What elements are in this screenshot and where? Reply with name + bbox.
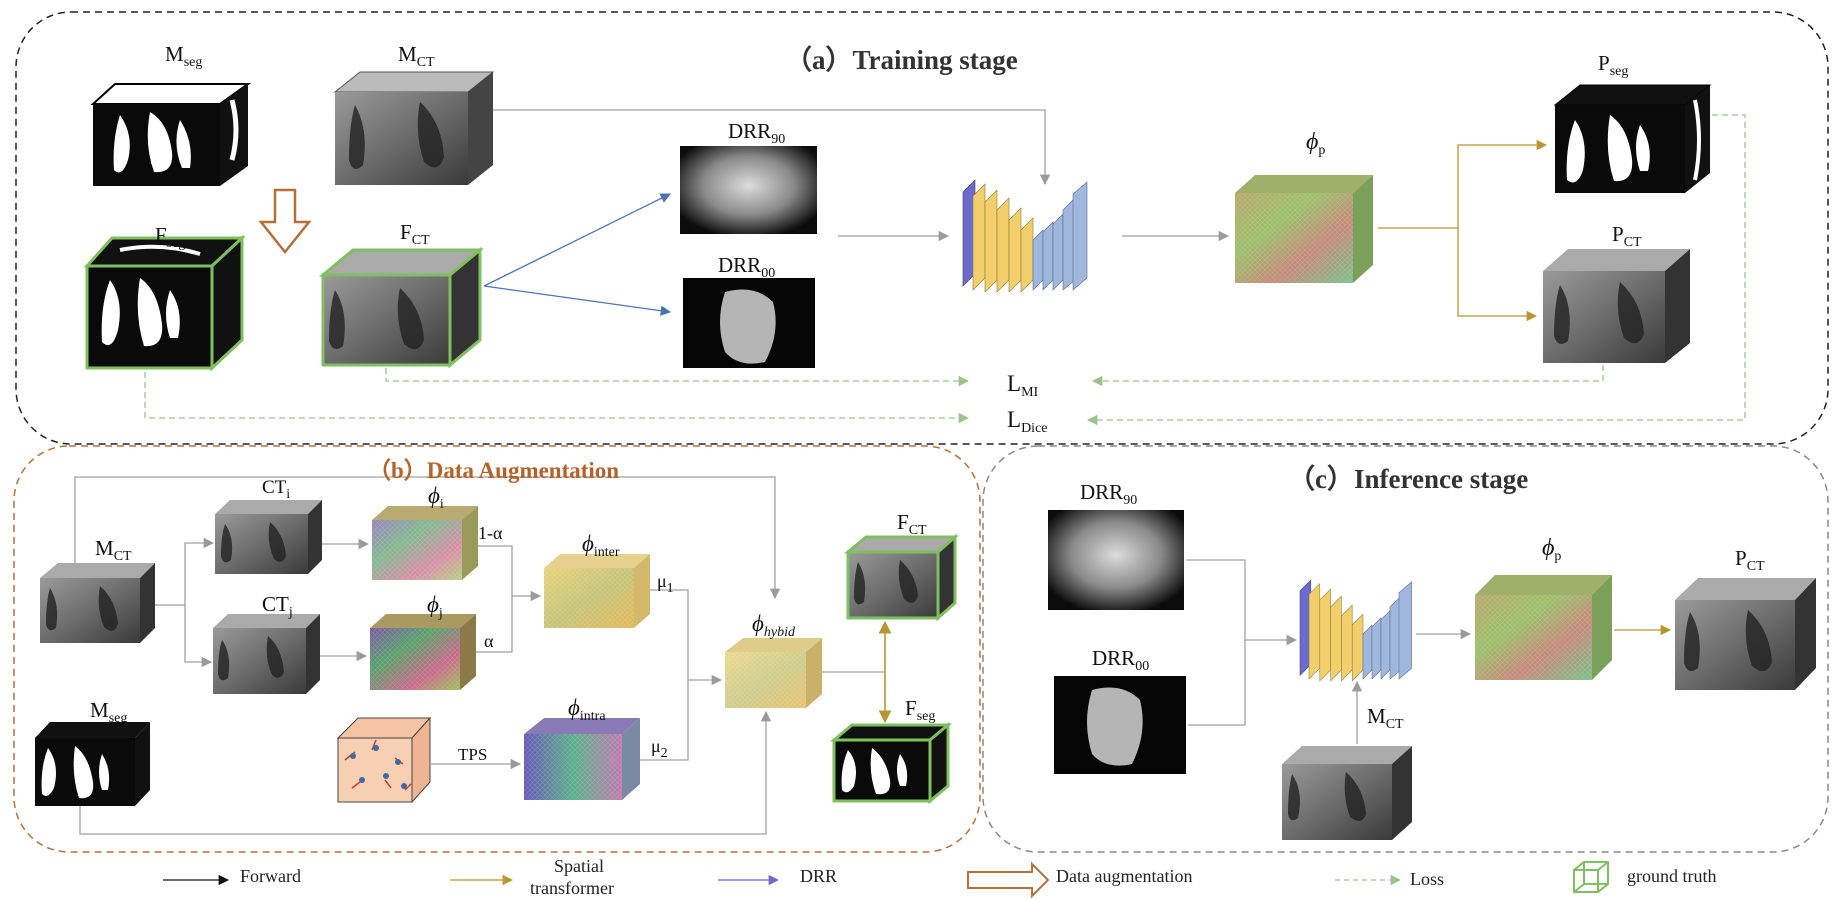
label-b-tps: TPS	[458, 745, 488, 764]
training-pct-volume	[1543, 249, 1690, 363]
label-b-fseg: Fseg	[905, 696, 936, 724]
label-a-drr90: DRR90	[728, 119, 786, 147]
inf-arrow-drr00	[1188, 640, 1246, 726]
training-mseg-volume	[90, 83, 252, 186]
training-stage-title: （a）Training stage	[785, 45, 1018, 75]
inference-phip-volume	[1475, 575, 1612, 680]
training-fct-volume	[318, 246, 485, 369]
arrow-phip-to-pct	[1457, 228, 1538, 322]
aug-phiintra-volume	[524, 718, 640, 800]
training-mct-volume	[333, 71, 495, 185]
inference-drr90-image	[1048, 510, 1184, 610]
aug-phii-volume	[372, 506, 478, 580]
training-panel	[15, 11, 1829, 445]
aug-arrow-phij-to-inter	[476, 596, 513, 653]
label-b-mct: MCT	[95, 536, 132, 564]
arrow-fct-to-drr90	[483, 193, 671, 287]
aug-phihybid-volume	[725, 638, 822, 708]
training-pseg-volume	[1553, 84, 1712, 193]
label-b-alpha: α	[484, 631, 494, 651]
inference-stage-title: （c）Inference stage	[1288, 464, 1529, 494]
label-a-fseg: Fseg	[155, 223, 186, 251]
aug-arrow-intra-to-hybid	[640, 680, 689, 761]
label-b-phij: ϕj	[427, 592, 443, 621]
label-b-fct: FCT	[897, 510, 927, 538]
inference-unet	[1299, 579, 1412, 682]
arrow-fct-to-drr00	[483, 285, 672, 316]
legend-ground-truth-cube	[1573, 861, 1609, 893]
legend-drr-label: DRR	[800, 866, 838, 886]
training-drr00-shape	[720, 289, 776, 364]
label-b-mseg: Mseg	[90, 698, 128, 726]
training-unet	[962, 179, 1088, 293]
arrow-mct-to-unet	[493, 109, 1051, 186]
loss-pct-to-lmi	[1091, 365, 1604, 387]
label-a-mseg: Mseg	[165, 42, 203, 70]
aug-arrow-mct-to-ctj	[184, 605, 213, 668]
aug-phij-volume	[370, 614, 476, 690]
aug-cti-volume	[215, 500, 322, 574]
label-c-pct: PCT	[1735, 546, 1765, 574]
inference-pct-volume	[1675, 578, 1816, 690]
inf-arrow-drr90	[1186, 559, 1298, 646]
aug-ctj-volume	[213, 614, 320, 694]
aug-tps-cube	[336, 716, 432, 804]
label-a-ldice: LDice	[1007, 407, 1048, 436]
augmentation-title: （b）Data Augmentation	[368, 458, 620, 483]
label-c-mct: MCT	[1367, 704, 1404, 732]
aug-fct-volume	[843, 533, 959, 622]
aug-mseg-volume	[35, 722, 150, 806]
label-a-phip: ϕp	[1306, 129, 1326, 158]
legend-spatial-label-2: transformer	[530, 878, 614, 898]
label-b-one-minus-alpha: 1-α	[478, 523, 503, 543]
training-drr90-image	[680, 146, 817, 234]
legend-loss-label: Loss	[1410, 869, 1445, 889]
augmentation-panel	[13, 445, 981, 853]
loss-fseg-to-ldice	[144, 372, 970, 424]
label-a-pct: PCT	[1612, 222, 1642, 250]
label-a-fct: FCT	[400, 220, 430, 248]
legend-augmentation-arrow	[967, 861, 1050, 899]
label-a-lmi: LMI	[1007, 371, 1039, 400]
aug-mct-volume	[40, 563, 155, 643]
legend-forward-label: Forward	[240, 866, 301, 886]
loss-pseg-to-ldice	[1086, 114, 1746, 426]
legend-augmentation-label: Data augmentation	[1056, 866, 1193, 886]
label-c-phip: ϕp	[1542, 535, 1562, 564]
legend-spatial-label-1: Spatial	[554, 856, 604, 876]
aug-fseg-volume	[829, 721, 953, 805]
aug-phiinter-volume	[544, 554, 650, 628]
aug-arrow-phii-to-inter	[478, 545, 542, 602]
label-b-ctj: CTj	[262, 592, 293, 620]
training-phip-volume	[1235, 175, 1373, 283]
label-b-cti: CTi	[262, 477, 291, 502]
inference-drr00-shape	[1087, 687, 1143, 766]
label-b-phiintra: ϕintra	[568, 695, 606, 724]
label-a-pseg: Pseg	[1598, 51, 1629, 79]
label-b-mu2: μ2	[651, 736, 668, 761]
label-a-mct: MCT	[398, 42, 435, 70]
training-fseg-volume	[83, 234, 246, 372]
label-c-drr90: DRR90	[1080, 480, 1138, 508]
label-b-phihybid: ϕhybid	[752, 611, 796, 640]
label-a-drr00: DRR00	[718, 253, 776, 281]
label-b-mu1: μ1	[657, 571, 674, 596]
legend-ground-truth-label: ground truth	[1627, 866, 1717, 886]
arrow-phip-to-pseg	[1378, 139, 1548, 229]
aug-arrow-mct-split	[155, 537, 215, 606]
aug-arrow-mseg-to-hybid	[79, 710, 772, 835]
inference-mct-volume	[1282, 746, 1412, 840]
loss-fct-to-lmi	[385, 368, 970, 387]
inference-panel	[982, 445, 1829, 853]
aug-arrow-top	[74, 476, 781, 600]
label-c-drr00: DRR00	[1092, 646, 1150, 674]
label-b-phii: ϕi	[428, 483, 444, 512]
aug-arrow-inter-to-hybid	[650, 589, 723, 686]
augmentation-arrow	[258, 188, 312, 255]
label-b-phiinter: ϕinter	[582, 531, 620, 560]
